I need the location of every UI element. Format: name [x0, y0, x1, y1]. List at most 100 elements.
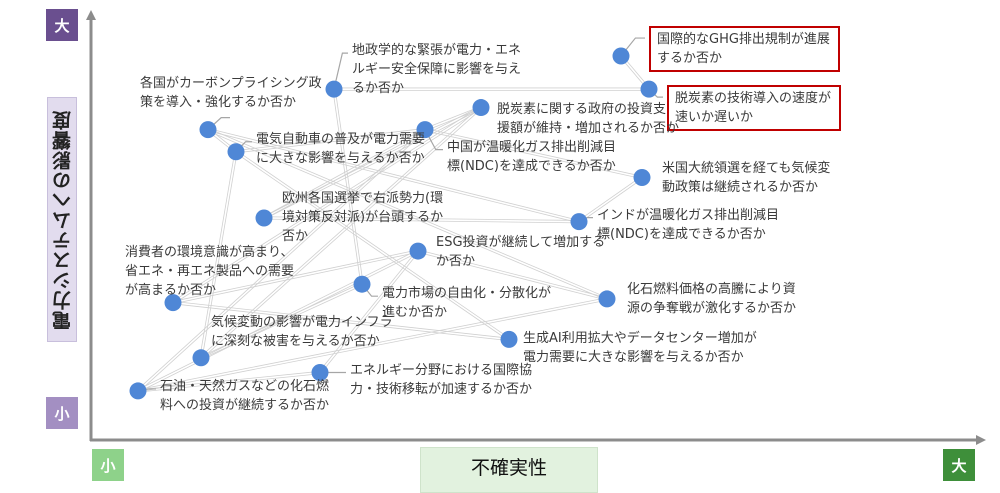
node-label-gov: 脱炭素に関する政府の投資支援額が維持・増加されるか否か: [497, 100, 679, 138]
link-gov-china: [424, 106, 481, 129]
link-carbon-india: [208, 128, 580, 221]
link-esg-intl: [318, 250, 418, 373]
node-dot-china[interactable]: [416, 121, 434, 139]
node-label-market: 電力市場の自由化・分散化が進むか否か: [382, 284, 551, 322]
node-label-fossilinv: 石油・天然ガスなどの化石燃料への投資が継続するか否か: [160, 377, 329, 415]
x-low-tag: 小: [92, 449, 124, 481]
link-ev-china: [236, 130, 426, 154]
node-label-line: か否か: [436, 254, 476, 270]
node-label-fossilprice: 化石燃料価格の高騰により資源の争奪戦が激化するか否か: [627, 280, 796, 318]
node-dot-climate[interactable]: [192, 349, 210, 367]
node-label-line: インドが温暖化ガス排出削減目: [597, 207, 780, 223]
node-label-ghg: 国際的なGHG排出規制が進展するか否か: [649, 26, 840, 73]
link-consumer-esg: [173, 251, 419, 305]
node-dot-ghg[interactable]: [612, 47, 630, 65]
node-dot-india[interactable]: [570, 213, 588, 231]
link-carbon-fossilprice: [207, 130, 607, 301]
node-label-line: 脱炭素の技術導入の速度が: [675, 91, 832, 107]
node-label-line: 地政学的な緊張が電力・エネ: [352, 43, 522, 59]
node-dot-market[interactable]: [353, 275, 371, 293]
node-dot-ai[interactable]: [500, 330, 518, 348]
link-fossilprice-esg: [417, 251, 607, 301]
node-label-esg: ESG投資が継続して増加するか否か: [436, 233, 605, 271]
y-axis-title-box: 電力システムへの影響度: [47, 97, 77, 342]
link-us-india: [579, 178, 643, 223]
link-esg-fossilinv: [137, 249, 418, 391]
link-eu-india: [263, 218, 579, 224]
node-label-line: 源の争奪戦が激化するか否か: [627, 300, 797, 316]
link-ev-ai: [235, 152, 509, 341]
node-label-line: 速いか遅いか: [675, 110, 754, 126]
node-label-line: 消費者の環境意識が高まり、: [125, 244, 294, 260]
node-dot-consumer[interactable]: [164, 294, 182, 312]
node-dot-eu[interactable]: [255, 209, 273, 227]
node-dot-tech[interactable]: [640, 80, 658, 98]
x-axis-title-box: 不確実性: [420, 447, 598, 493]
node-label-geo: 地政学的な緊張が電力・エネルギー安全保障に影響を与えるか否か: [352, 41, 521, 98]
dots-layer: [129, 47, 658, 400]
node-dot-fossilprice[interactable]: [598, 290, 616, 308]
y-axis-title: 電力システムへの影響度: [51, 109, 74, 330]
link-eu-india: [264, 216, 580, 221]
node-label-line: 欧州各国選挙で右派勢力(環: [282, 190, 444, 206]
node-label-tech: 脱炭素の技術導入の速度が速いか遅いか: [667, 85, 842, 132]
node-label-carbon: 各国がカーボンプライシング政策を導入・強化するか否か: [140, 74, 322, 112]
node-label-line: 化石燃料価格の高騰により資: [627, 281, 796, 297]
link-ev-climate: [201, 151, 238, 359]
node-label-consumer: 消費者の環境意識が高まり、省エネ・再エネ製品への需要が高まるか否か: [125, 243, 294, 300]
node-dot-geo[interactable]: [325, 80, 343, 98]
link-climate-gov: [201, 108, 483, 359]
node-label-line: 脱炭素に関する政府の投資支: [497, 101, 667, 117]
link-china-fossilinv: [136, 128, 425, 391]
node-label-line: に深刻な被害を与えるか否か: [211, 333, 380, 349]
link-consumer-ai: [173, 301, 510, 339]
node-label-line: 否か: [282, 228, 309, 244]
node-label-line: 生成AI利用拡大やデータセンター増加が: [523, 331, 757, 347]
node-dot-us[interactable]: [633, 168, 651, 186]
node-label-us: 米国大統領選を経ても気候変動政策は継続されるか否か: [662, 159, 830, 197]
node-dot-gov[interactable]: [472, 99, 490, 117]
node-dot-ev[interactable]: [227, 143, 245, 161]
link-intl-fossilinv: [137, 370, 320, 391]
link-intl-fossilinv: [138, 373, 321, 393]
link-ev-china: [235, 128, 425, 151]
node-dot-intl[interactable]: [311, 364, 329, 382]
link-gov-eu: [263, 106, 481, 218]
link-us-india: [578, 176, 642, 221]
link-climate-gov: [199, 106, 481, 358]
link-carbon-india: [207, 130, 579, 224]
link-fossilprice-esg: [418, 249, 608, 299]
node-label-line: 電力需要に大きな影響を与えるか否か: [523, 350, 744, 366]
node-dot-carbon[interactable]: [199, 121, 217, 139]
node-label-line: ESG投資が継続して増加する: [436, 235, 606, 251]
node-label-line: 石油・天然ガスなどの化石燃: [160, 378, 330, 394]
link-market-climate: [201, 284, 363, 360]
node-label-line: 国際的なGHG排出規制が進展: [657, 32, 830, 48]
y-low-tag: 小: [46, 397, 78, 429]
link-gov-consumer: [172, 106, 481, 302]
node-label-ev: 電気自動車の普及が電力需要に大きな影響を与えるか否か: [256, 130, 425, 168]
node-label-line: 電力市場の自由化・分散化が: [382, 286, 552, 302]
node-label-line: 料への投資が継続するか否か: [160, 397, 330, 413]
node-label-line: 標(NDC)を達成できるか否か: [447, 158, 616, 174]
link-china-fossilinv: [138, 130, 427, 393]
node-label-line: 力・技術移転が加速するか否か: [350, 381, 533, 397]
link-ev-climate: [199, 151, 236, 358]
leader-line-geo: [333, 52, 348, 90]
node-label-eu: 欧州各国選挙で右派勢力(環境対策反対派)が台頭するか否か: [282, 189, 443, 246]
link-carbon-fossilprice: [208, 128, 608, 299]
link-esg-fossilinv: [138, 251, 419, 393]
link-fossilprice-fossilinv: [137, 297, 607, 391]
link-us-china: [424, 130, 642, 180]
node-dot-fossilinv[interactable]: [129, 382, 147, 400]
y-high-tag: 大: [46, 9, 78, 41]
node-label-line: エネルギー分野における国際協: [350, 362, 533, 378]
link-consumer-ai: [172, 303, 509, 341]
node-label-line: 気候変動の影響が電力インフラ: [211, 314, 393, 330]
node-label-line: 省エネ・再エネ製品への需要: [125, 263, 295, 279]
link-gov-china: [425, 108, 482, 132]
node-label-intl: エネルギー分野における国際協力・技術移転が加速するか否か: [350, 361, 532, 399]
node-dot-esg[interactable]: [409, 242, 427, 260]
node-label-line: 中国が温暖化ガス排出削減目: [447, 139, 617, 155]
node-label-line: ルギー安全保障に影響を与え: [352, 62, 522, 78]
